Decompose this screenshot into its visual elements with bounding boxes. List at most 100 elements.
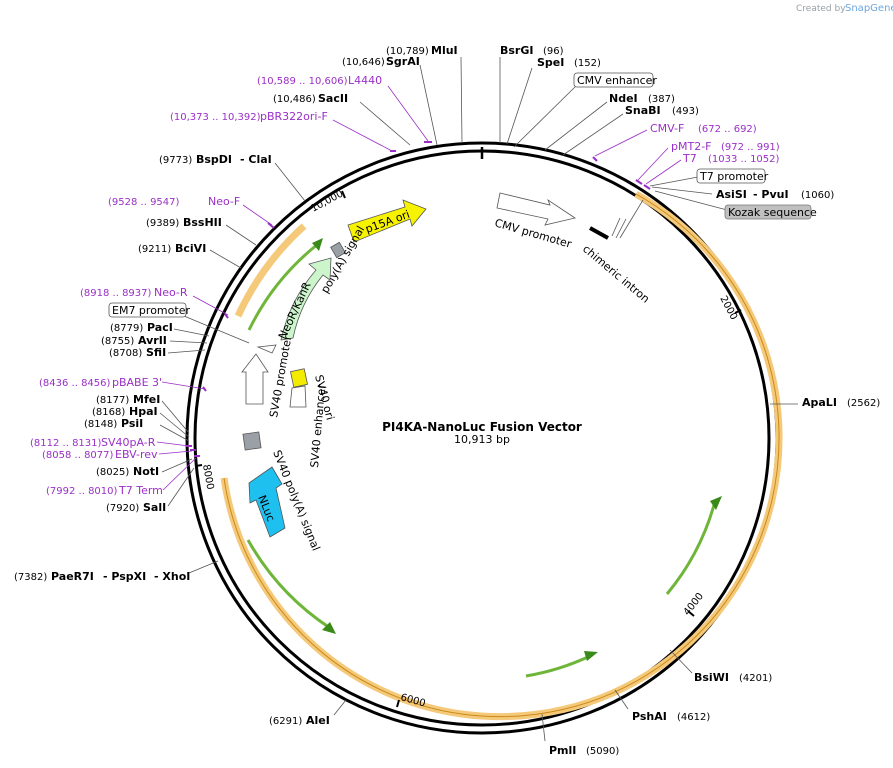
enzyme-sacii[interactable]: (10,486) SacII: [273, 92, 411, 146]
enzyme-mlui[interactable]: (10,789) MluI: [386, 44, 463, 144]
svg-text:pBR322ori-F: pBR322ori-F: [260, 110, 328, 123]
svg-text:PacI: PacI: [147, 321, 173, 334]
enzyme-bsiwi[interactable]: BsiWI (4201): [669, 649, 772, 684]
enzyme-pmli[interactable]: PmlI (5090): [541, 713, 619, 757]
svg-text:SpeI: SpeI: [537, 56, 564, 69]
feature-sv40-enhancer[interactable]: SV40 enhancer: [289, 383, 328, 468]
primer-pbabe-3[interactable]: (8436 .. 8456) pBABE 3': [39, 376, 207, 392]
feature-em7-arrow: [256, 344, 277, 354]
svg-text:(1033 .. 1052): (1033 .. 1052): [708, 154, 780, 165]
map-title: PI4KA-NanoLuc Fusion Vector: [382, 420, 582, 434]
svg-text:ApaLI: ApaLI: [802, 396, 837, 409]
svg-text:MluI: MluI: [431, 44, 458, 57]
feature-cmv-promoter[interactable]: CMV promoter: [493, 192, 576, 251]
svg-text:T7: T7: [682, 152, 697, 165]
svg-text:SacII: SacII: [318, 92, 348, 105]
enzyme-snabi[interactable]: SnaBI (493): [562, 104, 699, 156]
tick-label-10000: 10,000: [309, 189, 345, 215]
enzyme-asisi-pvui[interactable]: AsiSI - PvuI (1060): [651, 186, 834, 201]
svg-text:(8779): (8779): [110, 323, 143, 334]
svg-text:NotI: NotI: [133, 465, 159, 478]
primer-t7[interactable]: T7 (1033 .. 1052): [643, 152, 780, 190]
svg-text:SfiI: SfiI: [146, 346, 166, 359]
svg-text:(10,373 .. 10,392): (10,373 .. 10,392): [170, 112, 261, 123]
enzyme-mfei[interactable]: (8177) MfeI: [96, 393, 190, 434]
svg-text:SgrAI: SgrAI: [386, 55, 420, 68]
svg-text:(7920): (7920): [106, 503, 139, 514]
svg-text:EBV-rev: EBV-rev: [115, 448, 158, 461]
feature-kozak-label[interactable]: Kozak sequence: [654, 190, 817, 220]
svg-text:(8177): (8177): [96, 395, 129, 406]
enzyme-noti[interactable]: (8025) NotI: [96, 458, 193, 478]
enzyme-avrii[interactable]: (8755) AvrII: [101, 334, 208, 347]
svg-text:(152): (152): [574, 58, 601, 69]
enzyme-psii[interactable]: (8148) PsiI: [84, 417, 190, 442]
feature-cmv-enhancer-label[interactable]: CMV enhancer: [513, 72, 657, 148]
orf-arrow-2-head: [584, 651, 598, 661]
svg-text:L4440: L4440: [348, 74, 382, 87]
enzyme-sfii[interactable]: (8708) SfiI: [109, 346, 206, 359]
svg-text:- PspXI: - PspXI: [103, 570, 146, 583]
tick-label-8000: 8000: [200, 464, 215, 491]
enzyme-ndei[interactable]: NdeI (387): [544, 92, 675, 151]
enzyme-alei[interactable]: (6291) AleI: [269, 699, 347, 727]
svg-text:(9211): (9211): [138, 244, 171, 255]
feature-chimeric-intron[interactable]: chimeric intron: [580, 199, 652, 306]
primer-ebv-rev[interactable]: (8058 .. 8077) EBV-rev: [42, 448, 196, 461]
feature-t7-promoter-label[interactable]: T7 promoter: [649, 168, 769, 187]
enzyme-bsrgi[interactable]: BsrGI (96): [499, 44, 564, 143]
primer-neo-f[interactable]: (9528 .. 9547) Neo-F: [108, 195, 275, 229]
feature-em7-promoter-label[interactable]: EM7 promoter: [108, 302, 250, 344]
primer-l4440[interactable]: (10,589 .. 10,606) L4440: [257, 74, 432, 143]
enzyme-paer7i-pspxi-xhoi[interactable]: (7382) PaeR7I - PspXI - XhoI: [14, 560, 219, 583]
svg-text:Neo-F: Neo-F: [208, 195, 240, 208]
enzyme-bspdi-clai[interactable]: (9773) BspDI - ClaI: [159, 153, 306, 202]
enzyme-apali[interactable]: ApaLI (2562): [770, 396, 880, 409]
svg-text:AsiSI: AsiSI: [716, 188, 747, 201]
svg-text:SV40 enhancer: SV40 enhancer: [308, 383, 328, 468]
svg-text:(10,646): (10,646): [342, 57, 385, 68]
svg-text:(6291): (6291): [269, 716, 302, 727]
enzyme-spei[interactable]: SpeI (152): [506, 56, 601, 145]
enzyme-sgrai[interactable]: (10,646) SgrAI: [342, 55, 438, 146]
svg-text:(672 .. 692): (672 .. 692): [698, 124, 757, 135]
primer-t7-term[interactable]: (7992 .. 8010) T7 Term: [46, 455, 200, 497]
svg-text:CMV enhancer: CMV enhancer: [577, 74, 657, 87]
enzyme-pshai[interactable]: PshAI (4612): [614, 689, 710, 723]
feature-nluc[interactable]: NLuc: [248, 466, 286, 538]
tick-mark-6000: [396, 699, 400, 708]
svg-text:(4612): (4612): [677, 712, 710, 723]
enzyme-bsshii[interactable]: (9389) BssHII: [146, 216, 257, 246]
primer-sv40pa-r[interactable]: (8112 .. 8131) SV40pA-R: [30, 436, 192, 449]
svg-text:(8755): (8755): [101, 336, 134, 347]
orf-arrow-2: [525, 654, 591, 678]
svg-text:- ClaI: - ClaI: [240, 153, 272, 166]
primer-cmv-f[interactable]: CMV-F (672 .. 692): [592, 122, 757, 162]
map-size: 10,913 bp: [454, 433, 510, 446]
feature-neor-kanr[interactable]: NeoR/KanR: [276, 257, 332, 342]
orf-arrow-4-head: [312, 238, 323, 251]
tick-mark-2000: [734, 309, 742, 314]
svg-text:PshAI: PshAI: [632, 710, 667, 723]
primer-neo-r[interactable]: (8918 .. 8937) Neo-R: [80, 286, 229, 319]
svg-text:BciVI: BciVI: [175, 242, 206, 255]
enzyme-sali[interactable]: (7920) SalI: [106, 467, 195, 514]
svg-text:NeoR/KanR: NeoR/KanR: [276, 280, 314, 342]
svg-text:PaeR7I: PaeR7I: [51, 570, 94, 583]
svg-text:BspDI: BspDI: [196, 153, 232, 166]
primer-pmt2-f[interactable]: pMT2-F (972 .. 991): [635, 140, 780, 185]
enzyme-hpai[interactable]: (8168) HpaI: [92, 405, 190, 438]
primer-pbr322ori-f[interactable]: (10,373 .. 10,392) pBR322ori-F: [170, 110, 396, 152]
svg-text:AvrII: AvrII: [138, 334, 167, 347]
neor-highlight: [234, 223, 307, 318]
svg-text:(8058 .. 8077): (8058 .. 8077): [42, 450, 114, 461]
brand-created-by: Created by: [796, 4, 846, 14]
svg-text:(10,789): (10,789): [386, 46, 429, 57]
svg-text:HpaI: HpaI: [129, 405, 158, 418]
svg-text:(8025): (8025): [96, 467, 129, 478]
svg-text:(8918 .. 8937): (8918 .. 8937): [80, 288, 152, 299]
enzyme-bcivi[interactable]: (9211) BciVI: [138, 242, 242, 269]
enzyme-paci[interactable]: (8779) PacI: [110, 321, 210, 337]
svg-text:(9528 .. 9547): (9528 .. 9547): [108, 197, 180, 208]
